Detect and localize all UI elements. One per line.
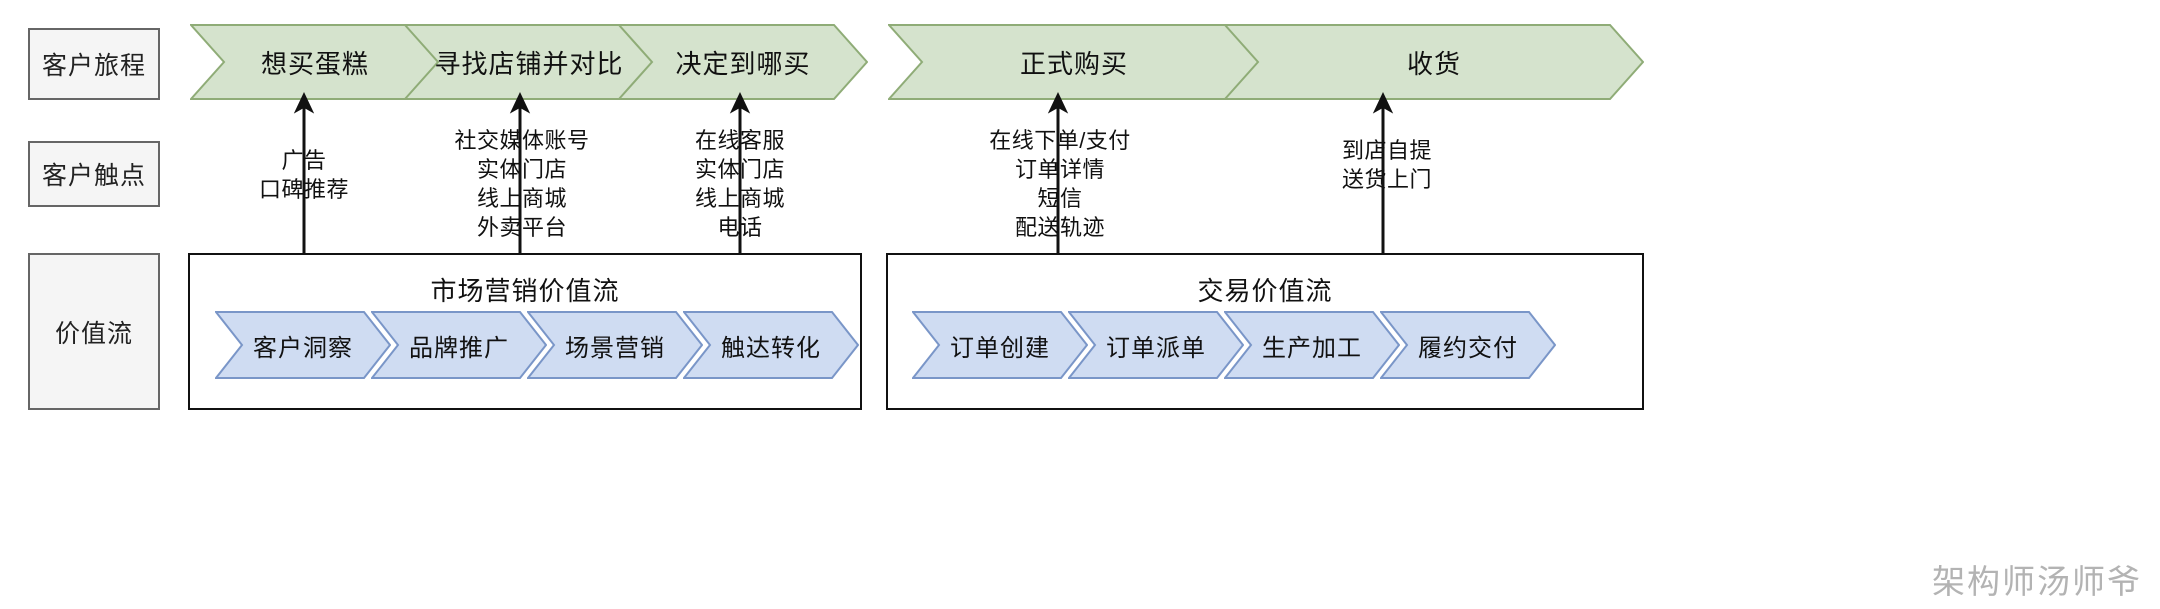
journey-stage-receive-goods[interactable]: 收货: [1224, 24, 1644, 100]
row-label-valuestream-text: 价值流: [54, 319, 133, 348]
value-step-reach-conversion[interactable]: 触达转化: [683, 311, 859, 379]
chevron-shape: [618, 24, 868, 100]
touchpoint-decide-where: 在线客服 实体门店 线上商城 电话: [645, 126, 835, 242]
touchpoint-line: 实体门店: [694, 157, 785, 183]
chevron-shape: [683, 311, 859, 379]
touchpoint-line: 线上商城: [694, 186, 785, 212]
value-stream-title: 交易价值流: [1197, 276, 1333, 306]
value-step-label: 品牌推广: [409, 334, 509, 362]
chevron-shape: [215, 311, 391, 379]
journey-stage-want-cake[interactable]: 想买蛋糕: [190, 24, 440, 100]
value-step-label: 履约交付: [1418, 334, 1518, 362]
touchpoint-receive-goods: 到店自提 送货上门: [1297, 136, 1477, 194]
touchpoint-line: 社交媒体账号: [454, 128, 590, 153]
value-step-order-dispatch[interactable]: 订单派单: [1068, 311, 1244, 379]
row-label-touchpoints: 客户触点: [28, 141, 160, 207]
value-step-scenario-marketing[interactable]: 场景营销: [527, 311, 703, 379]
touchpoint-search-shops: 社交媒体账号 实体门店 线上商城 外卖平台: [427, 126, 617, 242]
touchpoint-line: 在线下单/支付: [989, 128, 1131, 153]
chevron-shape: [912, 311, 1088, 379]
touchpoint-line: 订单详情: [1014, 157, 1105, 183]
value-step-label: 订单派单: [1106, 334, 1206, 362]
value-step-label: 订单创建: [950, 334, 1050, 362]
journey-stage-decide-where[interactable]: 决定到哪买: [618, 24, 868, 100]
touchpoint-line: 外卖平台: [476, 215, 567, 241]
journey-stage-label: 寻找店铺并对比: [434, 48, 624, 79]
touchpoint-line: 口碑推荐: [258, 177, 349, 203]
touchpoint-line: 短信: [1037, 186, 1083, 212]
touchpoint-place-order: 在线下单/支付 订单详情 短信 配送轨迹: [960, 126, 1160, 242]
chevron-shape: [371, 311, 547, 379]
value-step-label: 场景营销: [565, 334, 665, 362]
touchpoint-line: 在线客服: [694, 128, 785, 153]
chevron-shape: [1224, 24, 1644, 100]
journey-stage-label: 决定到哪买: [675, 48, 811, 79]
value-stream-title: 市场营销价值流: [430, 276, 620, 306]
value-step-label: 生产加工: [1262, 334, 1362, 362]
value-step-production[interactable]: 生产加工: [1224, 311, 1400, 379]
touchpoint-line: 线上商城: [476, 186, 567, 212]
touchpoint-line: 广告: [281, 148, 327, 173]
chevron-shape: [527, 311, 703, 379]
chevron-shape: [1068, 311, 1244, 379]
touchpoint-want-cake: 广告 口碑推荐: [209, 146, 399, 204]
journey-stage-label: 正式购买: [1019, 48, 1128, 79]
touchpoint-line: 实体门店: [476, 157, 567, 183]
touchpoint-line: 配送轨迹: [1014, 215, 1105, 241]
row-label-touchpoints-text: 客户触点: [41, 162, 146, 190]
touchpoint-line: 电话: [717, 215, 763, 241]
row-label-journey-text: 客户旅程: [41, 52, 146, 80]
journey-stage-label: 想买蛋糕: [260, 48, 369, 79]
touchpoint-line: 到店自提: [1341, 138, 1432, 163]
touchpoint-line: 送货上门: [1341, 167, 1432, 193]
journey-stage-label: 收货: [1406, 48, 1461, 79]
watermark: 架构师汤师爷: [1932, 562, 2142, 601]
value-step-customer-insight[interactable]: 客户洞察: [215, 311, 391, 379]
value-step-fulfillment[interactable]: 履约交付: [1380, 311, 1556, 379]
value-step-brand-promotion[interactable]: 品牌推广: [371, 311, 547, 379]
journey-stage-place-order[interactable]: 正式购买: [888, 24, 1260, 100]
value-step-label: 客户洞察: [253, 334, 353, 362]
chevron-shape: [1380, 311, 1556, 379]
journey-stage-search-shops[interactable]: 寻找店铺并对比: [404, 24, 654, 100]
row-label-valuestream: 价值流: [28, 253, 160, 410]
chevron-shape: [1224, 311, 1400, 379]
value-step-label: 触达转化: [721, 334, 821, 362]
row-label-journey: 客户旅程: [28, 28, 160, 100]
value-step-order-creation[interactable]: 订单创建: [912, 311, 1088, 379]
